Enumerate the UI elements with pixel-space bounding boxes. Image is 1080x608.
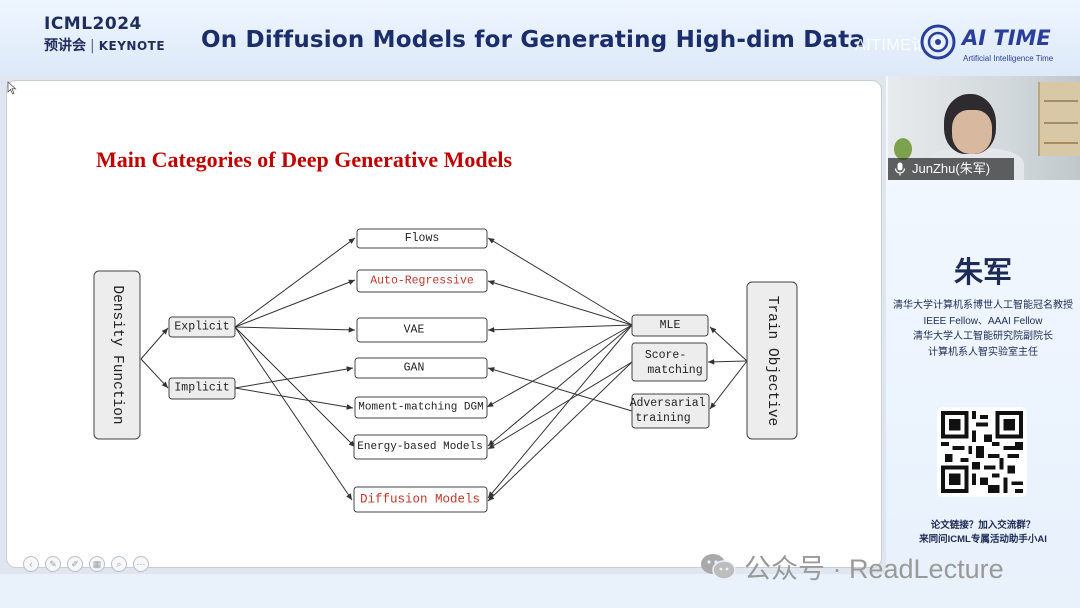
label-gan: GAN	[404, 362, 425, 375]
edge-mle-vae	[487, 324, 633, 333]
edge-train-adversarial	[709, 360, 748, 410]
edge-implicit-gan	[234, 366, 354, 389]
promo-line: 论文链接？加入交流群？	[930, 520, 1036, 531]
slide: Main Categories of Deep Generative Model…	[6, 80, 882, 572]
node-flows	[356, 228, 488, 249]
node-diffusion	[353, 486, 488, 513]
label-autoregressive: Auto-Regressive	[370, 275, 474, 288]
edge-train-score	[707, 359, 748, 365]
event-brand: ICML2024 预讲会|KEYNOTE	[44, 14, 165, 54]
node-explicit	[168, 316, 236, 338]
taxonomy-diagram: Density Function Explicit Implicit Flows…	[93, 228, 798, 513]
presentation-toolbar: ‹ ✎ ✐ ▦ ⌕ ⋯	[23, 556, 149, 572]
pen-icon[interactable]: ✎	[45, 556, 61, 572]
label-adversarial: Adversarial training	[630, 397, 713, 425]
qr-code-icon	[941, 411, 1023, 493]
label-adversarial-line2: training	[635, 412, 690, 425]
label-implicit: Implicit	[174, 382, 229, 395]
wechat-watermark: 公众号 · ReadLecture	[700, 547, 1004, 586]
label-energy-based: Energy-based Models	[357, 441, 482, 453]
event-subtitle: 预讲会|KEYNOTE	[44, 39, 165, 53]
edge-density-implicit	[140, 358, 169, 389]
label-score-matching-line2: matching	[647, 364, 702, 377]
edge-score-diffusion	[487, 361, 633, 502]
slide-title: Main Categories of Deep Generative Model…	[96, 147, 513, 172]
edge-mle-autoregressive	[487, 280, 633, 326]
node-gan	[354, 357, 488, 379]
label-diffusion: Diffusion Models	[360, 493, 480, 507]
diagram-edges	[140, 237, 748, 502]
label-mle: MLE	[660, 319, 681, 332]
event-subtitle-cn: 预讲会	[44, 38, 86, 54]
label-moment-matching: Moment-matching DGM	[358, 402, 483, 414]
edge-mle-energy	[487, 324, 633, 447]
prev-icon[interactable]: ‹	[23, 556, 39, 572]
label-vae: VAE	[404, 324, 425, 337]
promo-text: 论文链接？加入交流群？ 来同问ICML专属活动助手小AI	[886, 519, 1080, 546]
node-energy-based	[353, 434, 488, 460]
edge-explicit-vae	[234, 326, 356, 333]
event-name: ICML2024	[44, 14, 142, 34]
edge-density-explicit	[140, 327, 169, 360]
edge-mle-flows	[487, 237, 633, 326]
label-explicit: Explicit	[174, 321, 229, 334]
edge-explicit-diffusion	[234, 326, 353, 501]
participant-name-bar: JunZhu(朱军)	[888, 158, 1014, 180]
label-train-objective: Train Objective	[764, 296, 780, 427]
edge-implicit-moment	[234, 387, 354, 410]
node-mle	[631, 314, 709, 337]
qr-code[interactable]	[937, 407, 1027, 497]
highlighter-icon[interactable]: ✐	[67, 556, 83, 572]
promo-line: 来同问ICML专属活动助手小AI	[919, 533, 1047, 545]
more-icon[interactable]: ⋯	[133, 556, 149, 572]
video-shelf	[1038, 82, 1080, 156]
label-adversarial-line1: Adversarial	[630, 397, 706, 410]
node-moment-matching	[354, 396, 488, 419]
edge-explicit-flows	[234, 237, 356, 328]
label-density-function: Density Function	[109, 285, 125, 424]
node-score-matching	[631, 342, 708, 382]
mouse-cursor-icon	[7, 81, 17, 95]
edge-mle-diffusion	[487, 324, 633, 499]
node-autoregressive	[356, 269, 488, 293]
video-plant	[894, 138, 912, 160]
edge-adversarial-gan	[487, 367, 633, 412]
edge-train-mle	[709, 326, 748, 362]
speaker-bio: 清华大学计算机系博世人工智能冠名教授 IEEE Fellow、AAAI Fell…	[886, 298, 1080, 360]
node-train-objective	[746, 281, 798, 440]
node-adversarial	[631, 393, 710, 429]
wechat-watermark-text: 公众号 · ReadLecture	[744, 554, 1004, 584]
speaker-name: 朱军	[953, 255, 1012, 289]
node-implicit	[168, 377, 236, 400]
bio-line: 清华大学计算机系博世人工智能冠名教授	[893, 300, 1073, 311]
node-vae	[356, 317, 488, 343]
label-score-matching: Score- matching	[645, 349, 703, 377]
bio-line: IEEE Fellow、AAAI Fellow	[923, 315, 1043, 327]
label-flows: Flows	[405, 232, 440, 245]
speaker-face	[952, 110, 992, 154]
zoom-icon[interactable]: ⌕	[111, 556, 127, 572]
edge-score-energy	[487, 361, 633, 450]
aitime-logo-text: AI TIME	[962, 26, 1051, 50]
header-bar: ICML2024 预讲会|KEYNOTE On Diffusion Models…	[0, 0, 1080, 76]
event-separator: |	[90, 38, 95, 54]
aitime-logo-subtitle: Artificial Intelligence Time	[963, 54, 1054, 63]
slides-icon[interactable]: ▦	[89, 556, 105, 572]
bio-line: 计算机系人智实验室主任	[928, 346, 1038, 358]
edge-explicit-energy	[234, 326, 356, 448]
bio-line: 清华大学人工智能研究院副院长	[913, 331, 1053, 342]
event-keynote-label: KEYNOTE	[98, 39, 166, 53]
label-score-matching-line1: Score-	[645, 349, 686, 362]
aitime-logo-icon	[920, 24, 956, 60]
edge-explicit-autoregressive	[234, 279, 356, 328]
edge-mle-moment	[486, 324, 633, 408]
talk-title: On Diffusion Models for Generating High-…	[201, 27, 866, 53]
node-density-function	[93, 270, 141, 440]
wechat-icon	[701, 553, 736, 580]
microphone-icon[interactable]	[894, 162, 906, 176]
